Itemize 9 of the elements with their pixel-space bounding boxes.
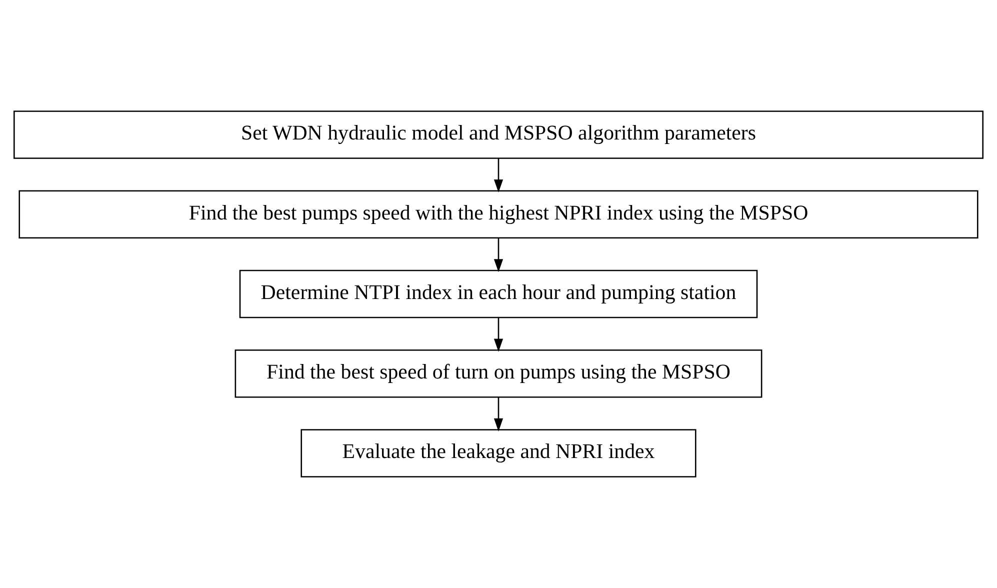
node-box: Find the best speed of turn on pumps using the MSPSO <box>234 349 762 398</box>
arrow <box>494 158 504 193</box>
arrow <box>494 318 504 352</box>
node-box: Evaluate the leakage and NPRI index <box>300 429 696 478</box>
node-box: Set WDN hydraulic model and MSPSO algorithm parameters <box>13 110 984 159</box>
node-box: Find the best pumps speed with the highest NPRI index using the MSPSO <box>18 190 978 239</box>
arrow <box>494 397 504 432</box>
node-box: Determine NTPI index in each hour and pumping station <box>239 270 758 318</box>
arrow <box>494 238 504 272</box>
